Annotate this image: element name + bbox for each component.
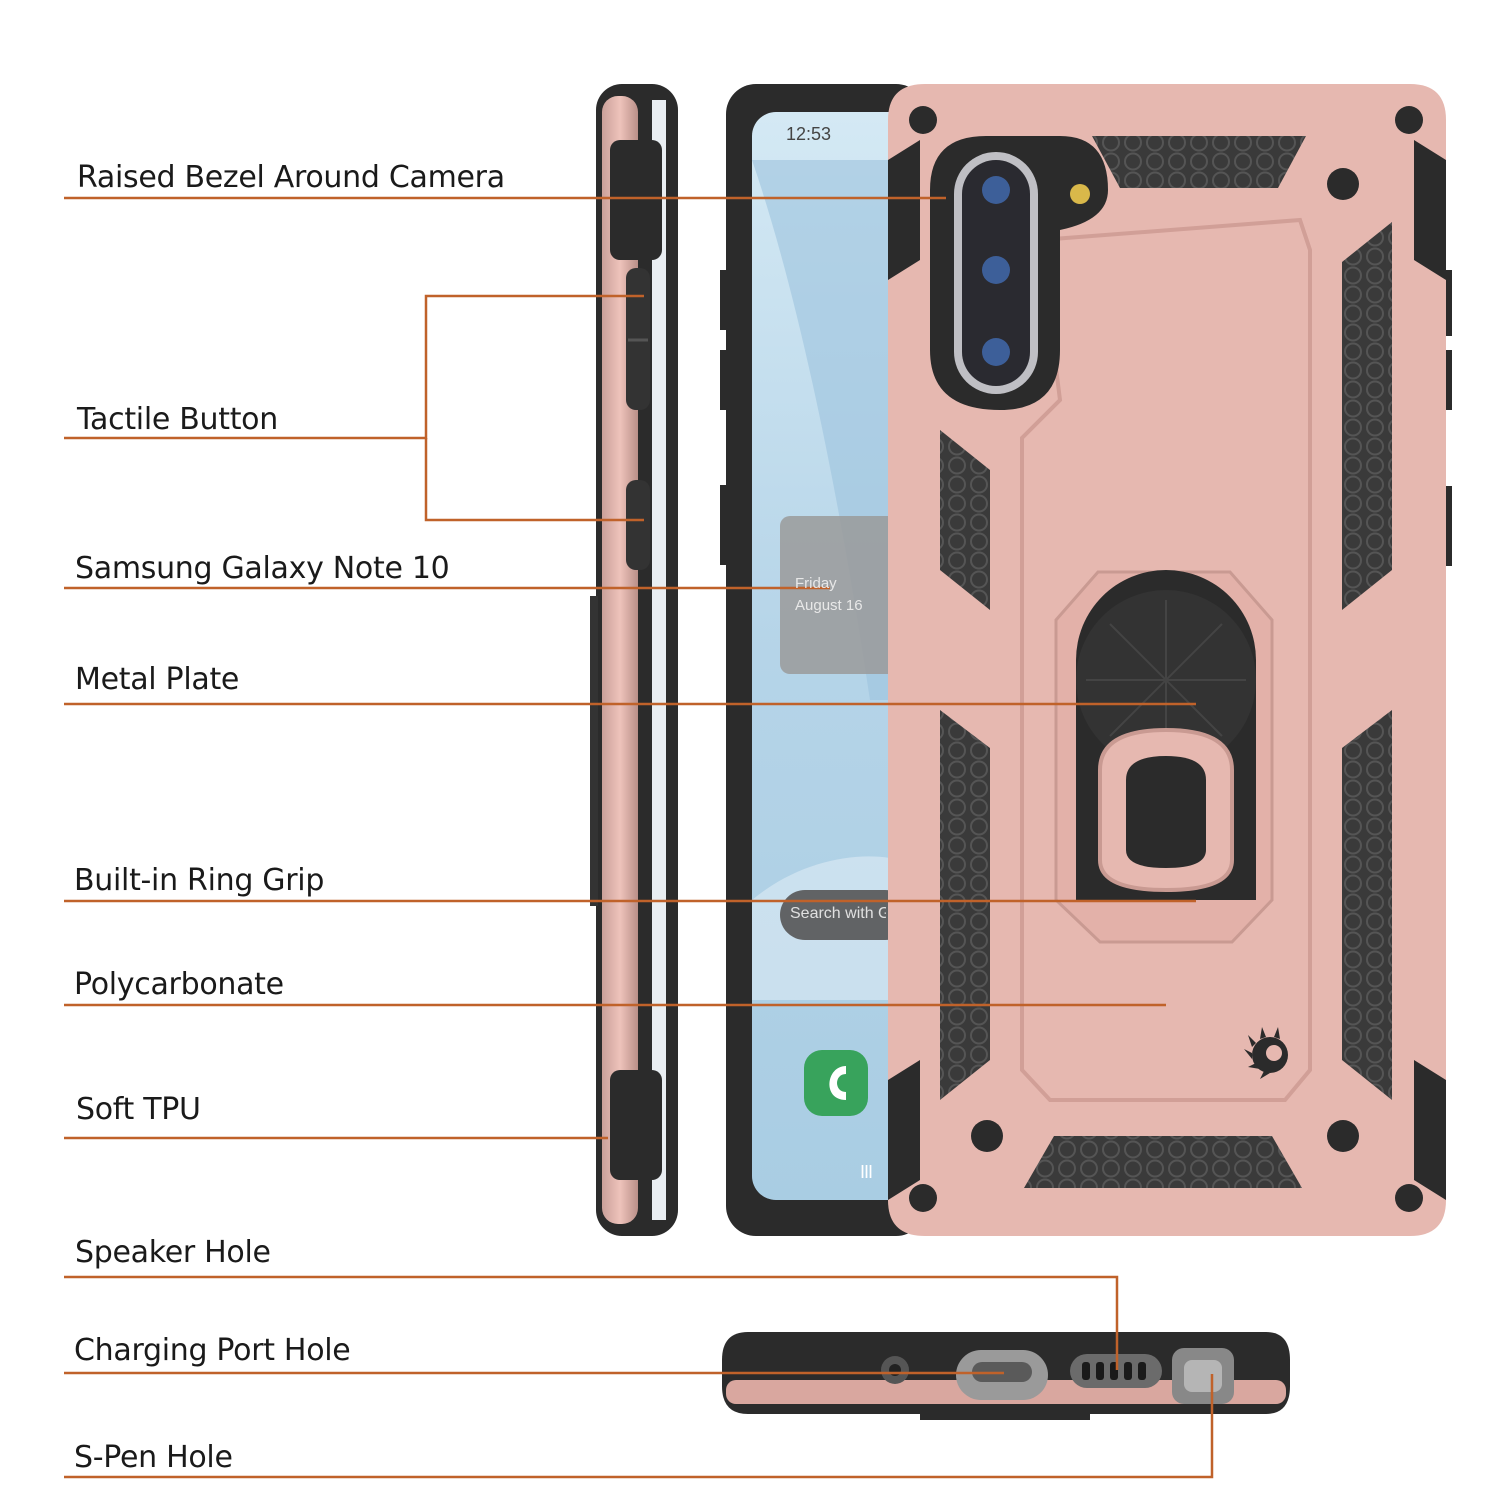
speaker-hole <box>1070 1354 1162 1388</box>
widget-day: Friday <box>795 575 837 592</box>
label-raised-bezel: Raised Bezel Around Camera <box>77 160 505 195</box>
callout-lines <box>64 196 1214 1479</box>
nav-recent-icon: III <box>860 1162 873 1182</box>
label-ring-grip: Built-in Ring Grip <box>74 863 325 898</box>
ring-grip <box>1054 570 1274 944</box>
line-tactile-button-top <box>64 294 644 440</box>
search-pill <box>780 890 910 940</box>
date-widget <box>780 516 910 674</box>
label-soft-tpu: Soft TPU <box>76 1092 201 1127</box>
label-speaker-hole: Speaker Hole <box>75 1235 271 1270</box>
line-speaker-hole <box>64 1275 1119 1370</box>
power-button <box>626 480 650 570</box>
label-polycarbonate: Polycarbonate <box>74 967 284 1002</box>
bottom-view <box>722 1332 1290 1420</box>
line-tactile-button-bottom <box>424 438 644 522</box>
widget-date: August 16 <box>795 597 863 614</box>
label-tactile-button: Tactile Button <box>77 402 278 437</box>
punkcase-sunburst-logo <box>1244 1027 1288 1079</box>
label-spen-hole: S-Pen Hole <box>74 1440 233 1475</box>
search-bar-text: Search with G <box>790 905 886 922</box>
back-view <box>888 84 1452 1236</box>
label-metal-plate: Metal Plate <box>75 662 240 697</box>
camera-bezel <box>930 136 1108 410</box>
label-device-model: Samsung Galaxy Note 10 <box>75 551 450 586</box>
status-clock: 12:53 <box>786 124 832 144</box>
line-spen-hole <box>64 1374 1214 1479</box>
side-view <box>590 84 678 1236</box>
label-charging-port: Charging Port Hole <box>74 1333 351 1368</box>
